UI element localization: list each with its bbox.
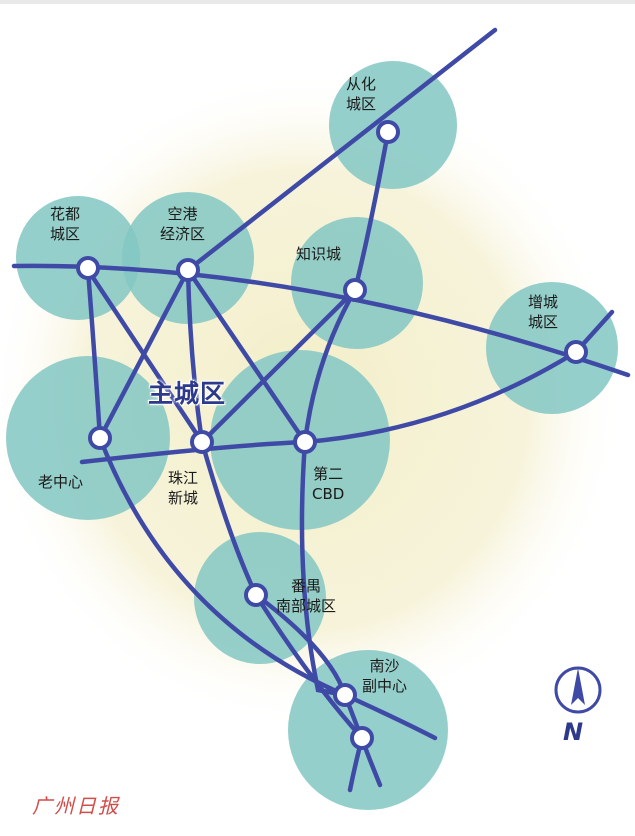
label-laozhongxin: 老中心 xyxy=(38,472,83,492)
station-node-panyu xyxy=(244,583,268,607)
top-border xyxy=(0,0,635,4)
route-line xyxy=(199,287,358,445)
label-line: 知识城 xyxy=(296,245,342,263)
label-zengcheng: 增城 城区 xyxy=(528,292,558,332)
station-node-zhishicheng xyxy=(343,278,367,302)
station-node-cbd2 xyxy=(293,430,317,454)
label-konggang: 空港 经济区 xyxy=(160,204,205,244)
label-line: 南沙 xyxy=(369,657,400,675)
label-cbd2: 第二 CBD xyxy=(312,464,344,504)
label-zhujiang: 珠江 新城 xyxy=(168,468,198,508)
route-line xyxy=(352,129,391,293)
label-line: 城区 xyxy=(50,225,81,243)
label-line: 经济区 xyxy=(160,225,206,243)
compass-icon xyxy=(554,666,602,714)
label-line: 花都 xyxy=(50,205,81,223)
station-node-nansha-south xyxy=(350,726,374,750)
compass-label: N xyxy=(563,718,584,746)
route-line xyxy=(85,267,103,441)
zone-circle-huadu xyxy=(16,196,140,320)
label-line: 增城 xyxy=(528,293,559,311)
station-node-nansha xyxy=(333,683,357,707)
main-zone-label: 主城区 xyxy=(148,379,227,408)
label-line: 副中心 xyxy=(362,677,408,695)
station-node-laozhongxin xyxy=(88,426,112,450)
label-line: 空港 xyxy=(167,205,198,223)
route-line xyxy=(185,267,308,445)
label-line: 城区 xyxy=(528,313,559,331)
station-node-conghua xyxy=(376,120,400,144)
label-line: CBD xyxy=(312,485,345,503)
station-node-zengcheng xyxy=(564,340,588,364)
label-zhishicheng: 知识城 xyxy=(296,244,341,264)
route-line xyxy=(97,435,383,788)
watermark-logo: 广州日报 xyxy=(32,794,120,818)
route-line xyxy=(302,287,358,445)
label-line: 珠江 xyxy=(168,469,199,487)
route-line xyxy=(97,267,191,441)
label-line: 老中心 xyxy=(38,473,84,491)
label-line: 番禺 xyxy=(291,577,322,595)
route-line xyxy=(79,309,615,465)
route-line xyxy=(185,27,498,273)
label-line: 南部城区 xyxy=(276,597,337,615)
label-huadu: 花都 城区 xyxy=(50,204,80,244)
station-node-zhujiang xyxy=(190,430,214,454)
station-node-konggang xyxy=(176,258,200,282)
label-line: 城区 xyxy=(346,95,377,113)
label-line: 新城 xyxy=(168,489,199,507)
label-nansha: 南沙 副中心 xyxy=(362,656,407,696)
label-conghua: 从化 城区 xyxy=(346,74,376,114)
label-line: 从化 xyxy=(346,75,377,93)
label-line: 第二 xyxy=(313,465,344,483)
station-node-huadu xyxy=(76,256,100,280)
route-line xyxy=(299,439,348,698)
route-line xyxy=(185,267,205,445)
label-panyu: 番禺 南部城区 xyxy=(276,576,336,616)
